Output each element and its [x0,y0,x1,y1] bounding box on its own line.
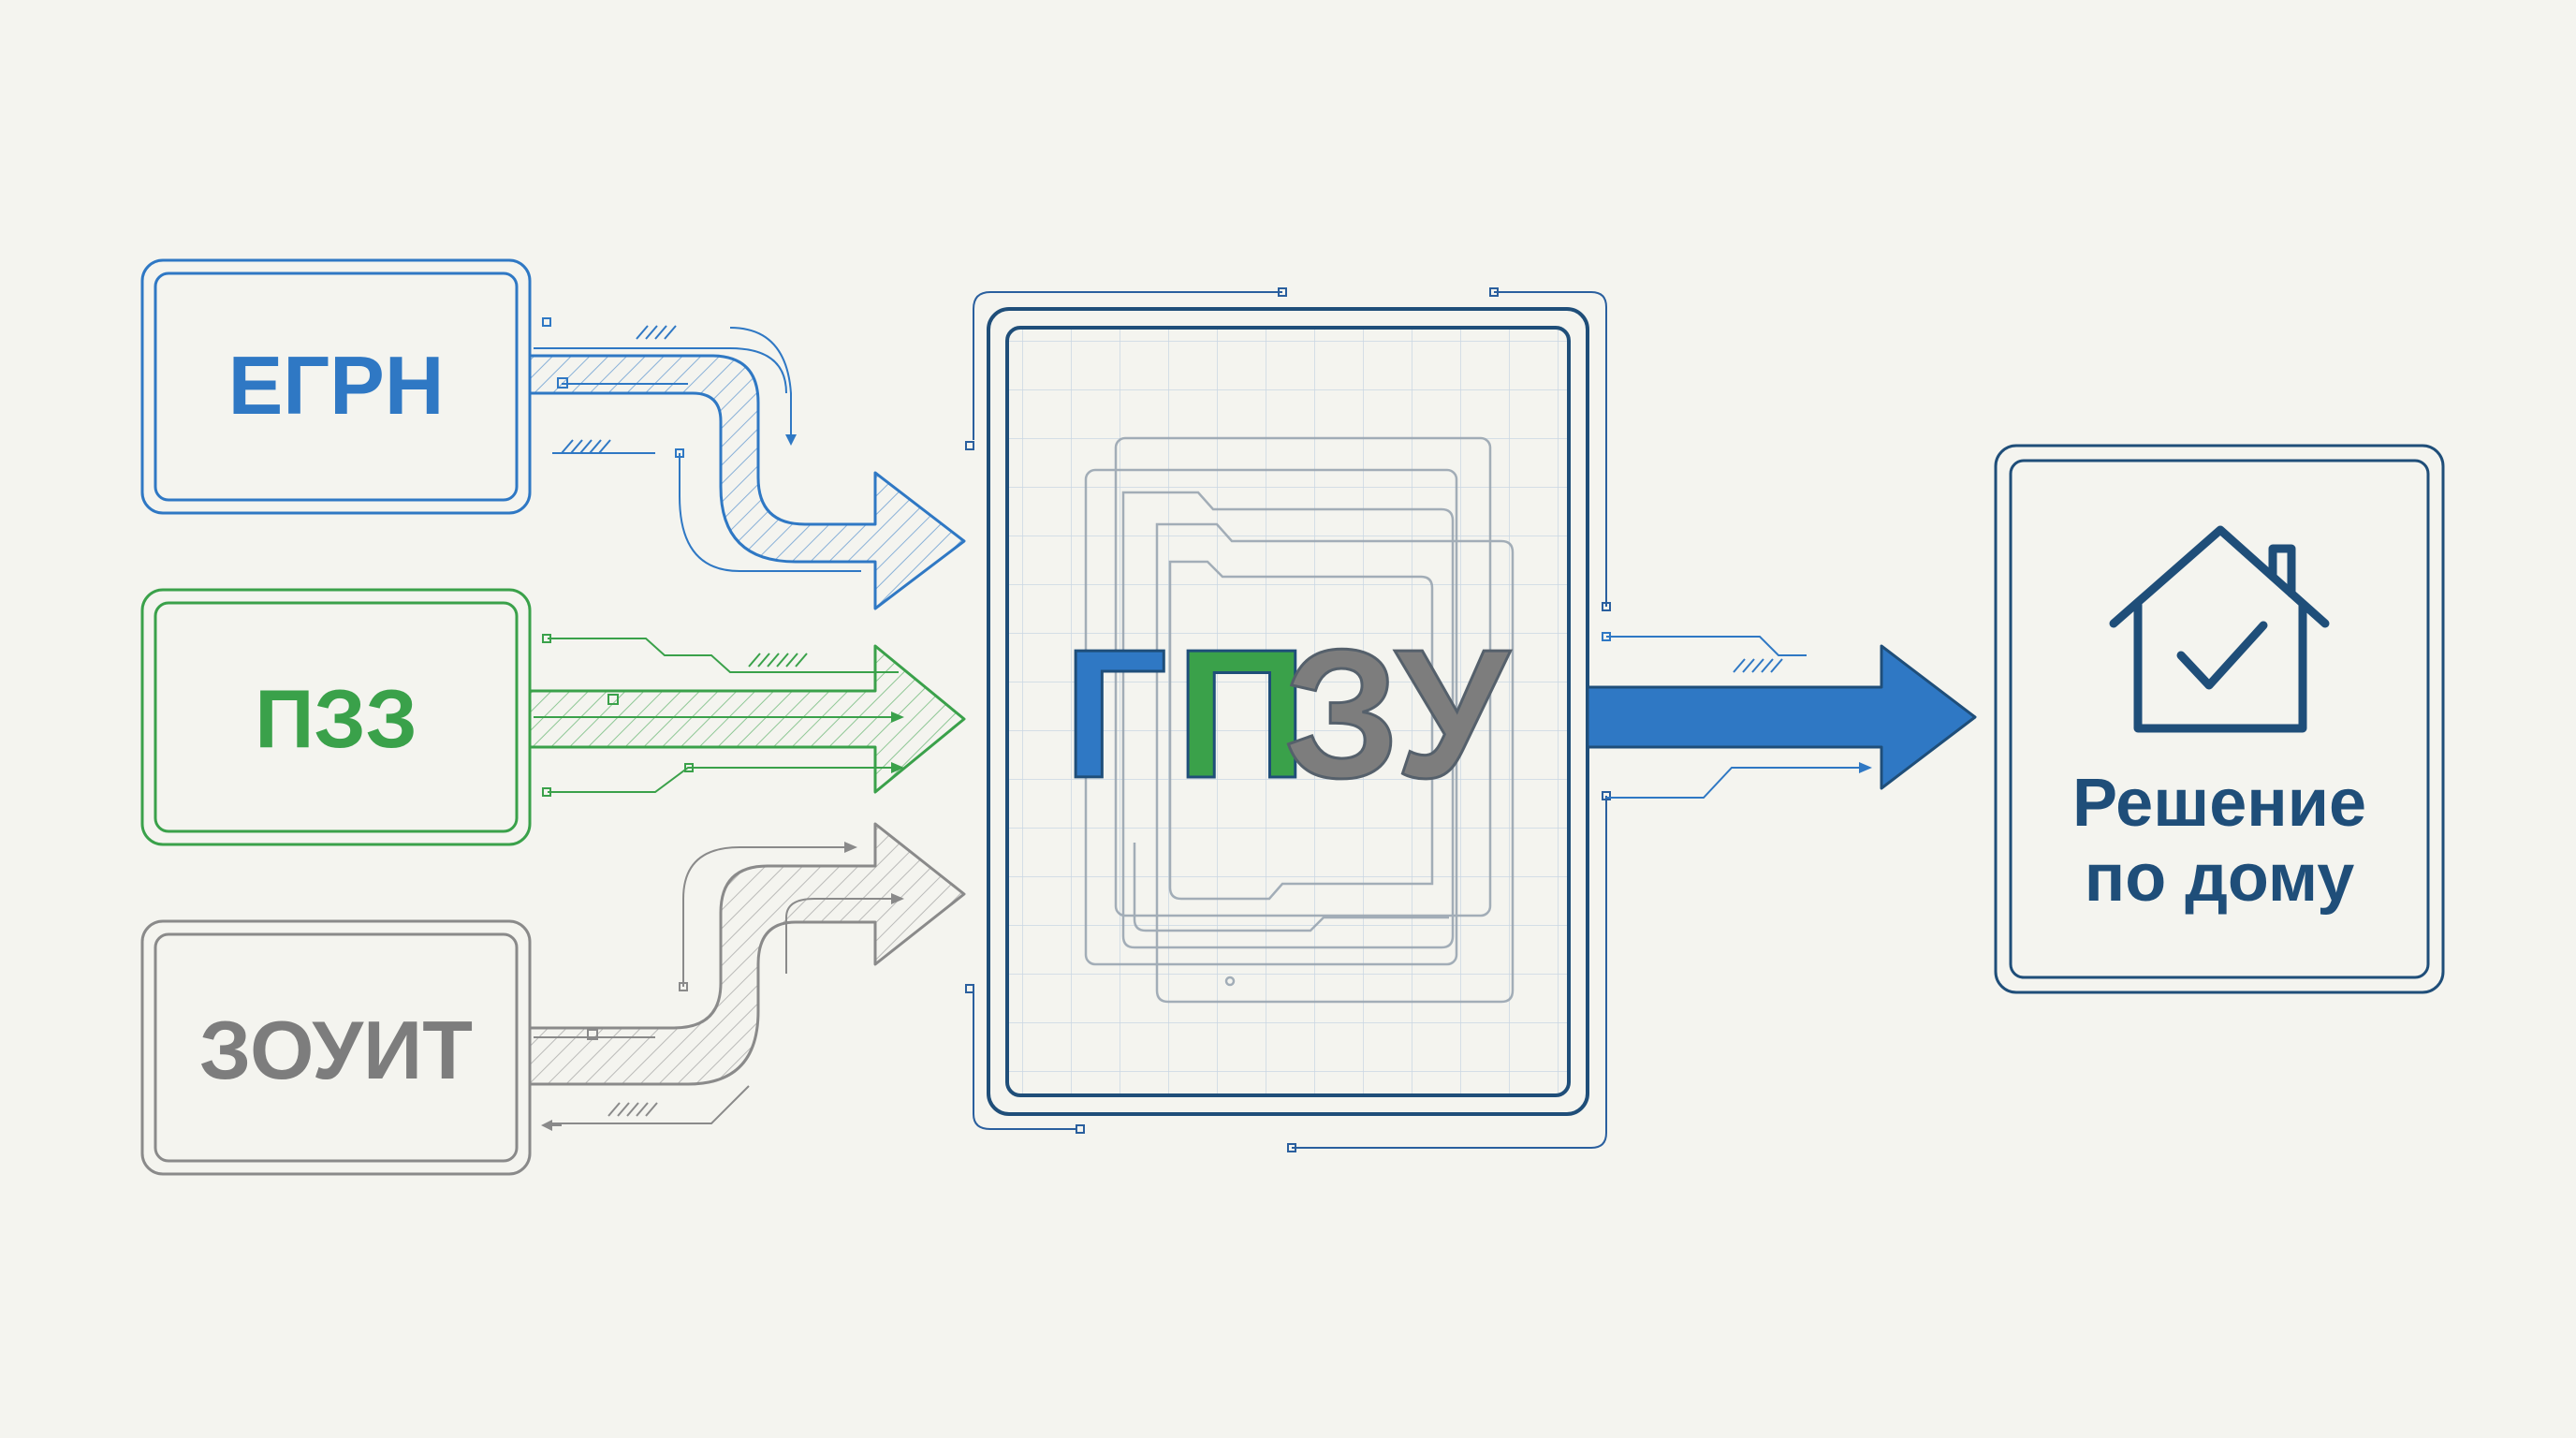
arrow-egrn [528,317,966,610]
input-box-egrn: ЕГРН [140,258,532,515]
circuit-frame [965,287,1611,1152]
input-label-egrn: ЕГРН [228,339,445,432]
input-label-pzz: ПЗЗ [255,672,417,765]
output-box: Решение по дому [1994,444,2445,994]
center-letter-1: Г [1063,611,1167,816]
arrow-pzz [528,634,966,797]
center-letter-2: П [1176,611,1308,816]
output-arrow [1586,632,1977,799]
center-title: Г П З У [1062,610,1513,818]
output-label-line1: Решение [2072,766,2366,841]
input-box-zouit: ЗОУИТ [140,919,532,1176]
house-check-icon [2109,525,2330,733]
center-panel-gpzu: Г П З У [965,287,1611,1152]
center-letter-4: У [1395,611,1511,816]
output-label-line2: по дому [2085,841,2355,916]
arrow-zouit [528,822,966,1131]
document-stack [1084,436,1515,1004]
center-letter-3: З [1284,611,1399,816]
input-box-pzz: ПЗЗ [140,588,532,846]
input-label-zouit: ЗОУИТ [199,1004,473,1096]
